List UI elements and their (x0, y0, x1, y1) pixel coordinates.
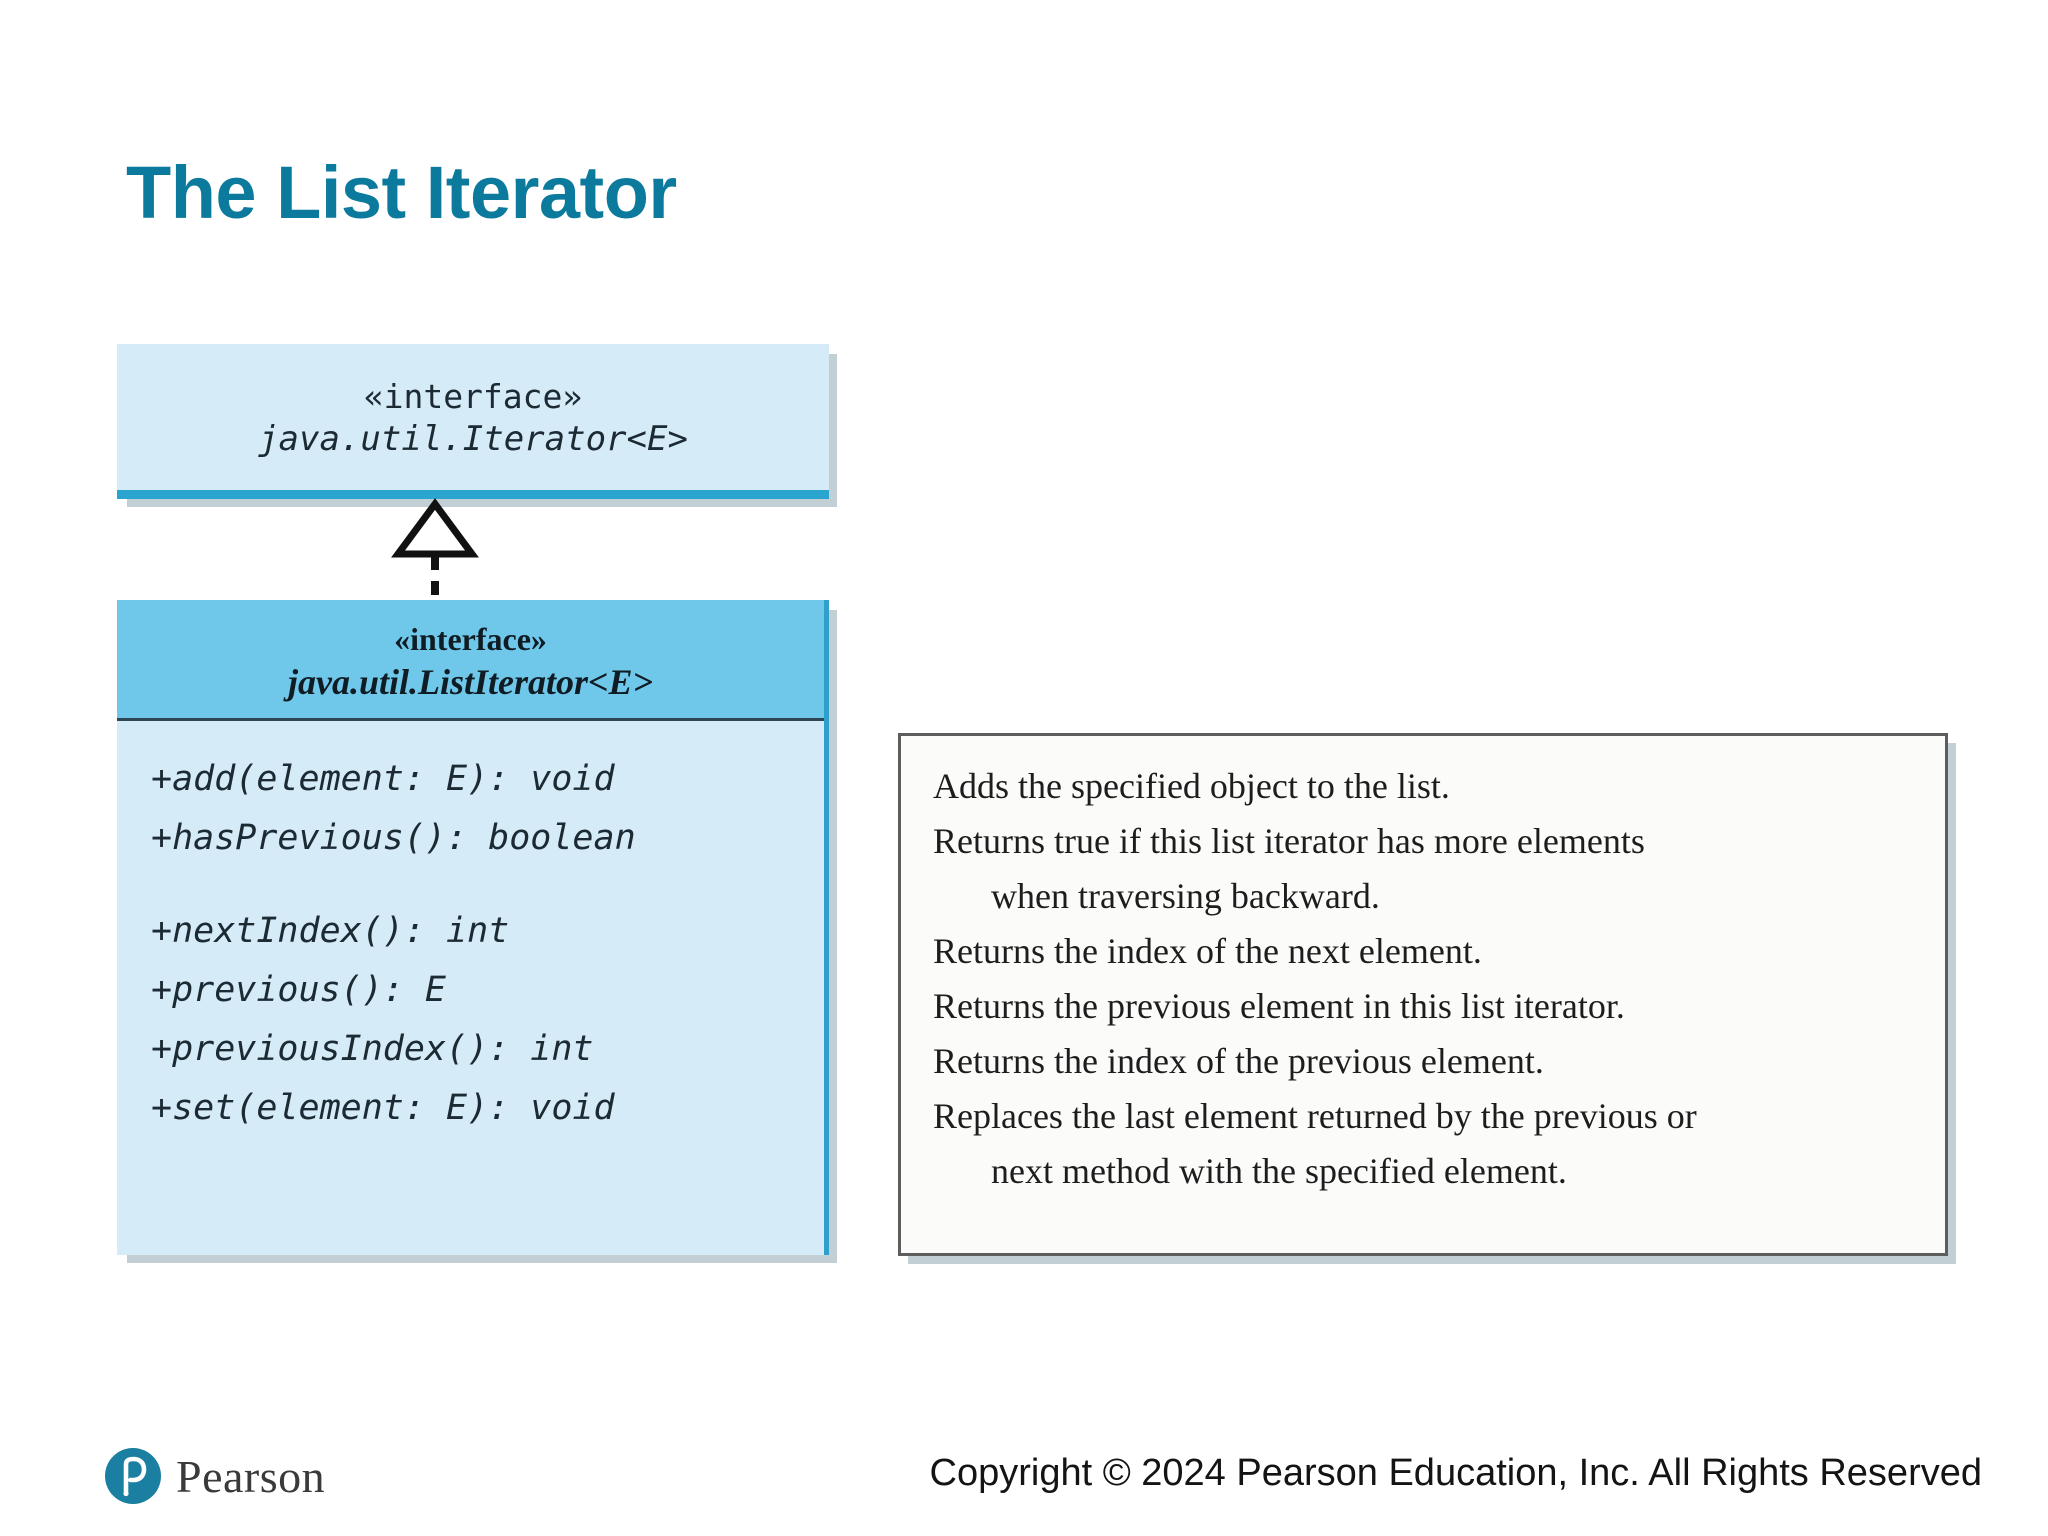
method-description-line: Returns the previous element in this lis… (933, 986, 1625, 1026)
method-signature: +add(element: E): void (151, 759, 615, 799)
method-description-line: when traversing backward. (991, 876, 1380, 916)
method-description-line: Returns true if this list iterator has m… (933, 821, 1645, 861)
method-description-line: Adds the specified object to the list. (933, 766, 1450, 806)
pearson-mark-icon (105, 1448, 161, 1504)
pearson-wordmark: Pearson (176, 1450, 326, 1502)
method-description-line: Returns the index of the previous elemen… (933, 1041, 1544, 1081)
method-signature: +previousIndex(): int (151, 1029, 594, 1069)
method-signature: +nextIndex(): int (151, 911, 510, 951)
uml-class-box-iterator: «interface» java.util.Iterator<E> (117, 344, 829, 499)
listiterator-header: «interface» java.util.ListIterator<E> (117, 600, 824, 721)
method-signature: +hasPrevious(): boolean (151, 818, 636, 858)
uml-class-box-listiterator: «interface» java.util.ListIterator<E> +a… (117, 600, 829, 1255)
iterator-title-block: «interface» java.util.Iterator<E> (117, 376, 829, 462)
iterator-stereotype: «interface» (363, 377, 583, 416)
method-description-line: Replaces the last element returned by th… (933, 1096, 1697, 1136)
copyright-notice: Copyright © 2024 Pearson Education, Inc.… (929, 1452, 1982, 1494)
iterator-type-name: java.util.Iterator<E> (258, 419, 688, 460)
method-spacer (151, 868, 814, 902)
listiterator-stereotype: «interface» (394, 621, 547, 657)
pearson-logo: Pearson (104, 1447, 325, 1505)
description-list: Adds the specified object to the list. Re… (933, 759, 1931, 1199)
method-list: +add(element: E): void +hasPrevious(): bo… (151, 750, 814, 1138)
method-description-panel: Adds the specified object to the list. Re… (898, 733, 1948, 1256)
method-description-line: Returns the index of the next element. (933, 931, 1482, 971)
listiterator-type-name: java.util.ListIterator<E> (287, 661, 654, 702)
generalization-arrow-icon (391, 498, 479, 602)
method-signature: +set(element: E): void (151, 1088, 615, 1128)
listiterator-title-block: «interface» java.util.ListIterator<E> (117, 620, 824, 705)
method-description-line: next method with the specified element. (991, 1151, 1567, 1191)
method-signature: +previous(): E (151, 970, 447, 1010)
page-title: The List Iterator (126, 151, 677, 234)
